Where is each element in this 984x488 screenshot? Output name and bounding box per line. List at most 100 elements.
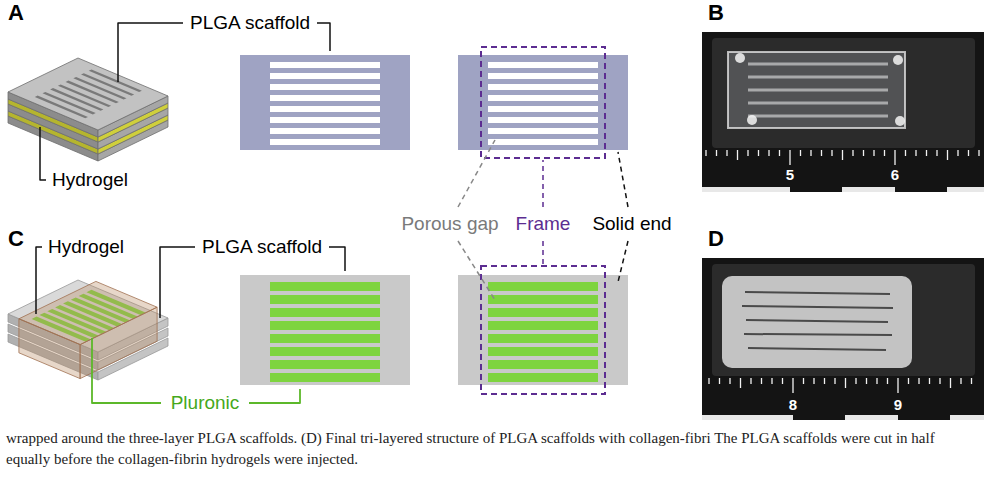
frame-outline (481, 47, 605, 158)
scaffold-struts (748, 64, 888, 116)
slot (488, 73, 598, 79)
callout-label: Porous gap (401, 213, 498, 235)
ruler-tick (929, 378, 930, 384)
callout-label: PLGA scaffold (190, 12, 310, 34)
scaffold-struts (742, 292, 893, 350)
ruler-tick (978, 150, 979, 156)
ruler-tick (810, 150, 811, 156)
leader-line (36, 247, 42, 314)
slot (488, 139, 598, 145)
ruler-band (793, 415, 845, 420)
photo-recess (712, 264, 975, 376)
leader-line (40, 127, 46, 180)
slot (270, 84, 380, 90)
leader-line (249, 389, 300, 403)
pluronic-stripe (488, 334, 598, 343)
pluronic-stripe (488, 295, 598, 304)
slot (270, 128, 380, 134)
ruler-tick (863, 150, 864, 156)
photo-recess (712, 38, 975, 148)
leader-lines (36, 23, 628, 403)
callout-label: Pluronic (171, 392, 240, 414)
ruler-band (895, 187, 947, 192)
pluronic-stripe (488, 360, 598, 369)
ruler-tick (897, 378, 898, 393)
ruler-tick (705, 150, 706, 156)
ruler-tick (957, 150, 958, 156)
ruler-tick (908, 378, 909, 384)
ruler-tick (950, 378, 951, 388)
ruler-tick (747, 150, 748, 156)
panel-letter: A (8, 2, 24, 24)
ruler-tick (789, 150, 790, 165)
leader-line (618, 241, 628, 282)
leader-line (329, 247, 345, 271)
ruler-tick (845, 378, 846, 388)
callout-label: Hydrogel (52, 169, 128, 191)
ruler-tick (968, 150, 969, 156)
photo-d (702, 258, 984, 420)
leader-line (92, 338, 161, 403)
panel-c-views (240, 266, 628, 394)
ruler-tick (887, 378, 888, 384)
leader-line (317, 23, 330, 51)
ruler-tick (831, 150, 832, 156)
slot (488, 106, 598, 112)
stack-3d (8, 280, 168, 380)
ruler-tick (873, 150, 874, 156)
pluronic-stripe (270, 347, 380, 356)
ruler-tick (740, 378, 741, 388)
ruler-tick (729, 378, 730, 384)
slot (270, 117, 380, 123)
ruler-tick (824, 378, 825, 384)
photo-ground (702, 258, 984, 420)
ruler-tick (758, 150, 759, 156)
ruler-tick (960, 378, 961, 384)
pluronic-stripe (270, 334, 380, 343)
ruler-band (790, 187, 842, 192)
pluronic-stripe (488, 373, 598, 382)
ruler-tick (813, 378, 814, 384)
photo-b (702, 32, 984, 192)
ruler-tick (866, 378, 867, 384)
ruler-tick (803, 378, 804, 384)
hydrogel-wrap (19, 281, 157, 344)
scaffold-top-view (458, 275, 628, 385)
slot (488, 95, 598, 101)
callout-label: PLGA scaffold (202, 236, 322, 258)
ruler-tick (852, 150, 853, 156)
ruler-tick (792, 378, 793, 393)
frame-outline (481, 266, 605, 394)
ruler-tick (971, 378, 972, 384)
pluronic-stripe (488, 321, 598, 330)
slot (270, 95, 380, 101)
ruler-tick (726, 150, 727, 156)
ruler-tick (761, 378, 762, 384)
scaffold-top (8, 58, 168, 130)
ruler-band (898, 415, 950, 420)
pluronic-stripe (488, 308, 598, 317)
ruler-tick (750, 378, 751, 384)
ruler-tick (716, 150, 717, 156)
stack-3d (8, 58, 168, 161)
pluronic-stripe (270, 321, 380, 330)
leader-line (458, 140, 495, 207)
slot (270, 62, 380, 68)
ruler-tick (855, 378, 856, 384)
callout-label: Hydrogel (48, 236, 124, 258)
photo-ground (702, 32, 984, 192)
ruler-tick (779, 150, 780, 156)
scaffold-top-view (458, 55, 628, 150)
ruler-tick (719, 378, 720, 384)
slot (488, 128, 598, 134)
ruler-number: 5 (786, 166, 794, 184)
panel-a-views (240, 47, 628, 158)
slot-group (270, 62, 598, 145)
ruler-tick (936, 150, 937, 156)
leader-line (458, 241, 495, 300)
callout-label: Solid end (592, 213, 671, 235)
glue-spots (735, 53, 905, 126)
slot (270, 139, 380, 145)
